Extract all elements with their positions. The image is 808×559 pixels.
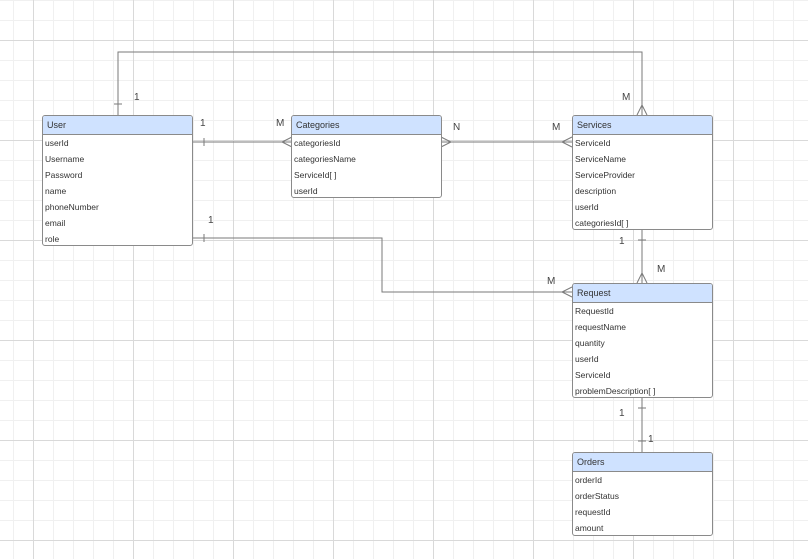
entity-title: User — [43, 116, 192, 135]
crowfoot-services-top — [636, 103, 648, 116]
entity-field: email — [45, 218, 66, 228]
entity-field: orderId — [575, 475, 602, 485]
entity-field: categoriesName — [294, 154, 356, 164]
entity-field: userId — [45, 138, 69, 148]
cardinality-label: N — [453, 122, 461, 133]
entity-field: RequestId — [575, 306, 614, 316]
cardinality-label: 1 — [619, 236, 625, 247]
crowfoot-request-left — [560, 286, 573, 298]
cardinality-label: 1 — [208, 215, 214, 226]
connector-categories-services[interactable] — [440, 136, 573, 148]
entity-field: Username — [45, 154, 85, 164]
entity-services[interactable]: Services ServiceId ServiceName ServicePr… — [572, 115, 713, 230]
entity-title: Services — [573, 116, 712, 135]
connector-user-services-top[interactable] — [114, 51, 648, 116]
entity-request[interactable]: Request RequestId requestName quantity u… — [572, 283, 713, 398]
entity-field: userId — [575, 354, 599, 364]
cardinality-label: 1 — [134, 92, 140, 103]
cardinality-label: M — [657, 264, 666, 275]
crowfoot-categories-right — [440, 136, 453, 148]
entity-field: amount — [575, 523, 604, 533]
entity-field: description — [575, 186, 617, 196]
connector-request-orders[interactable] — [638, 398, 646, 452]
entity-field: name — [45, 186, 67, 196]
entity-field: ServiceId[ ] — [294, 170, 337, 180]
cardinality-label: 1 — [619, 408, 625, 419]
entity-field: ServiceProvider — [575, 170, 635, 180]
entity-field: ServiceId — [575, 138, 611, 148]
crowfoot-request-top — [636, 271, 648, 284]
cardinality-label: M — [622, 92, 631, 103]
connector-user-categories[interactable] — [193, 136, 293, 148]
entity-title: Categories — [292, 116, 441, 135]
entity-title: Orders — [573, 453, 712, 472]
connector-user-request[interactable] — [193, 234, 573, 298]
connector-services-request[interactable] — [636, 230, 648, 284]
entity-title: Request — [573, 284, 712, 303]
entity-field: Password — [45, 170, 83, 180]
entity-field: requestName — [575, 322, 627, 332]
entity-field: problemDescription[ ] — [575, 386, 656, 396]
entity-field: requestId — [575, 507, 611, 517]
entity-field: ServiceName — [575, 154, 627, 164]
entity-categories[interactable]: Categories categoriesId categoriesName S… — [291, 115, 442, 198]
entity-user[interactable]: User userId Username Password name phone… — [42, 115, 193, 246]
entity-field: categoriesId[ ] — [575, 218, 629, 228]
entity-field: role — [45, 234, 60, 244]
cardinality-label: 1 — [648, 434, 654, 445]
crowfoot-categories-left — [280, 136, 293, 148]
entity-orders[interactable]: Orders orderId orderStatus requestId amo… — [572, 452, 713, 536]
crowfoot-services-left — [560, 136, 573, 148]
entity-field: userId — [575, 202, 599, 212]
cardinality-label: M — [552, 122, 561, 133]
entity-field: phoneNumber — [45, 202, 99, 212]
entity-field: categoriesId — [294, 138, 341, 148]
entity-field: quantity — [575, 338, 605, 348]
cardinality-label: M — [547, 276, 556, 287]
entity-field: ServiceId — [575, 370, 611, 380]
entity-field: userId — [294, 186, 318, 196]
cardinality-label: M — [276, 118, 285, 129]
cardinality-label: 1 — [200, 118, 206, 129]
entity-field: orderStatus — [575, 491, 619, 501]
